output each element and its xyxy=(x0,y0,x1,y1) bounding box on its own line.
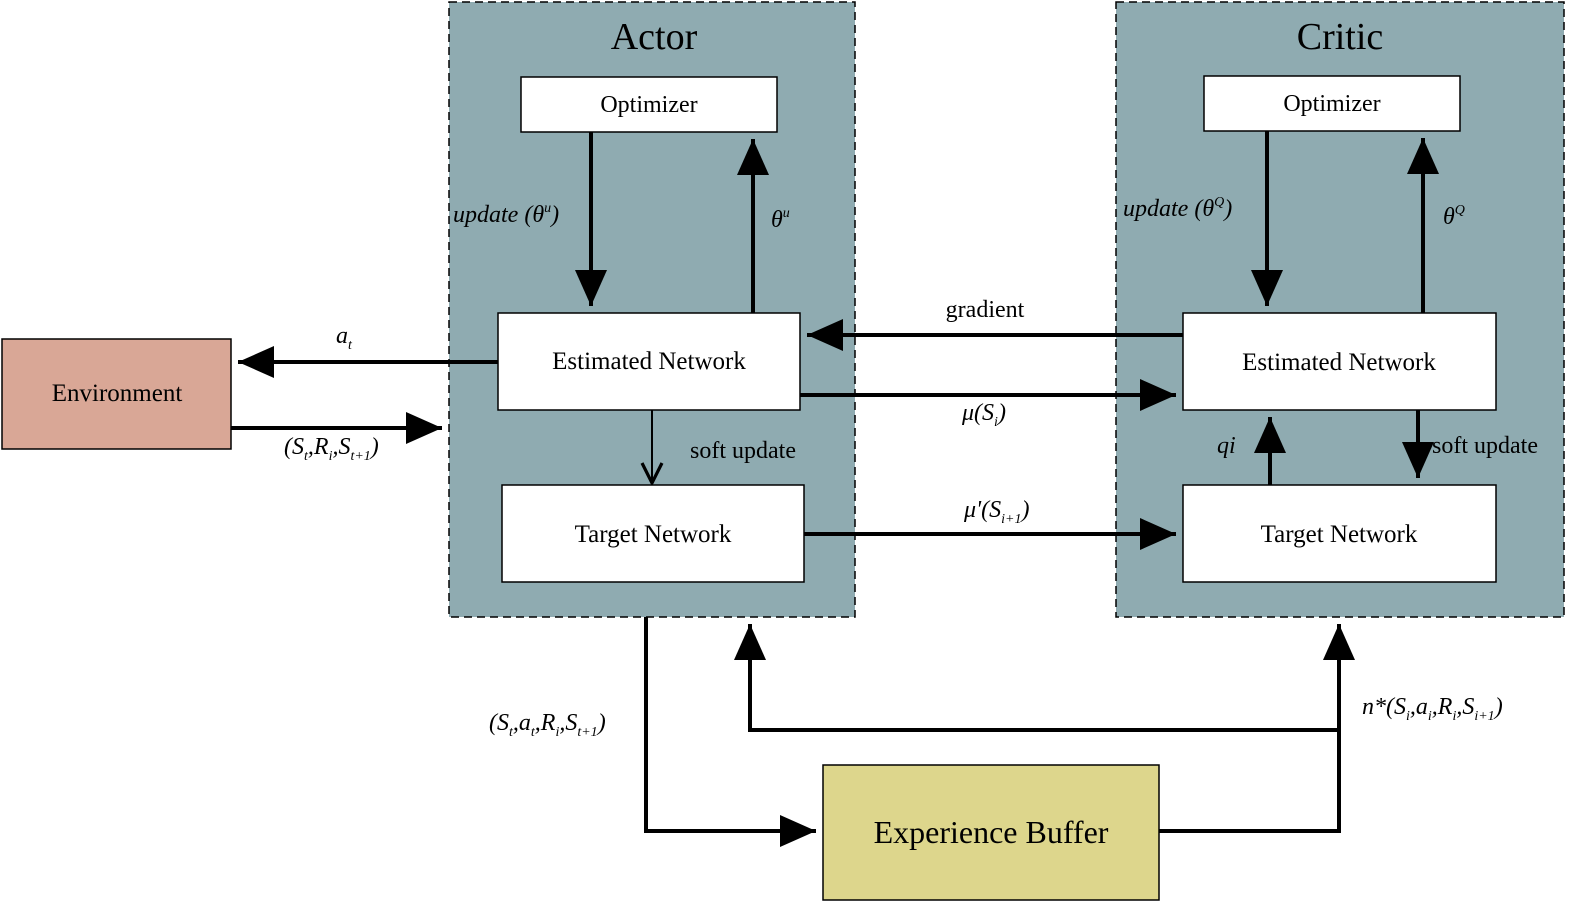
buffer-input-arrow xyxy=(644,617,816,847)
gradient-label: gradient xyxy=(946,297,1025,323)
critic-qi-label: qi xyxy=(1217,433,1236,459)
critic-soft-update-label: soft update xyxy=(1432,433,1538,459)
actor-title: Actor xyxy=(611,16,698,58)
critic-optimizer-label: Optimizer xyxy=(1283,91,1380,117)
environment-box xyxy=(1,338,232,450)
actor-update-label: update (θu) xyxy=(453,201,559,228)
actor-optimizer-box xyxy=(520,76,778,133)
actor-target-box xyxy=(501,484,805,583)
critic-target-label: Target Network xyxy=(1261,521,1418,548)
actor-estimated-box xyxy=(497,312,801,411)
actor-theta-text: θu xyxy=(771,206,790,233)
critic-title: Critic xyxy=(1297,16,1384,58)
mu-si-label: μ(Si) xyxy=(961,400,1006,430)
env-tuple-label: (St,Ri,St+1) xyxy=(284,434,379,464)
mu-prime-label: μ'(Si+1) xyxy=(963,497,1030,527)
experience-buffer-label: Experience Buffer xyxy=(874,814,1109,850)
buffer-input-label: (St,at,Ri,St+1) xyxy=(489,710,606,740)
critic-optimizer-box xyxy=(1203,75,1461,132)
critic-target-box xyxy=(1182,484,1497,583)
buffer-to-actor-arrow xyxy=(734,624,1339,732)
actor-optimizer-label: Optimizer xyxy=(600,92,697,118)
action-label: at xyxy=(336,323,353,353)
critic-estimated-box xyxy=(1182,312,1497,411)
buffer-output-line xyxy=(1159,624,1355,833)
critic-estimated-label: Estimated Network xyxy=(1242,349,1436,376)
actor-target-label: Target Network xyxy=(575,521,732,548)
actor-estimated-label: Estimated Network xyxy=(552,348,746,375)
critic-theta-text: θQ xyxy=(1443,203,1465,230)
critic-update-label: update (θQ) xyxy=(1123,195,1232,222)
buffer-output-label: n*(Si,ai,Ri,Si+1) xyxy=(1362,694,1503,724)
actor-soft-update-label: soft update xyxy=(690,438,796,464)
experience-buffer-box xyxy=(822,764,1160,901)
environment-label: Environment xyxy=(52,380,183,407)
